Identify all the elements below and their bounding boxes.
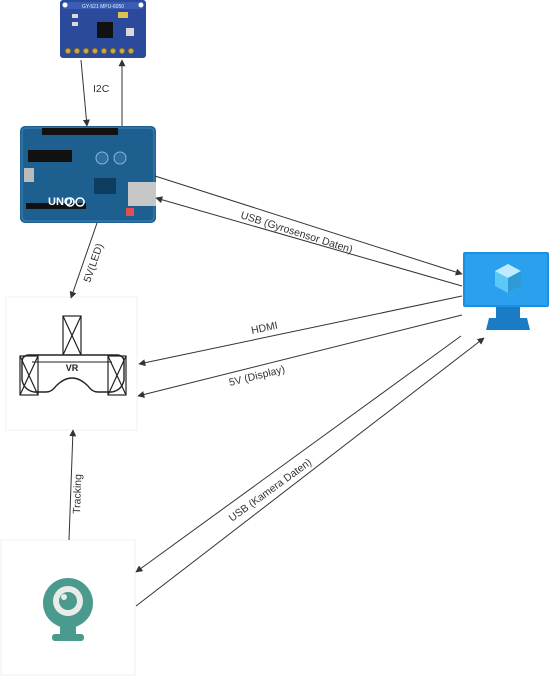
connection-i2c (80, 59, 126, 127)
connection-tracking (68, 429, 77, 541)
connection-display-power (137, 314, 463, 398)
label-usb-gyro: USB (Gyrosensor Daten) (239, 209, 354, 256)
monitor-pc-icon (463, 252, 549, 330)
connection-usb-camera (135, 335, 485, 607)
webcam-icon (0, 539, 136, 676)
arduino-uno-icon: UNO (20, 126, 156, 223)
label-display-power: 5V (Display) (228, 363, 286, 388)
label-i2c: I2C (93, 83, 110, 95)
connection-usb-gyro (154, 175, 463, 287)
vr-headset-icon: VR (5, 296, 138, 431)
label-led-power: 5V(LED) (81, 242, 105, 284)
gyro-sensor-board-icon: GY-521 MPU-6050 (60, 0, 146, 58)
connection-led-power (69, 222, 98, 299)
label-tracking: Tracking (71, 474, 84, 514)
vr-text: VR (66, 363, 79, 373)
connection-hdmi (138, 295, 463, 367)
label-hdmi: HDMI (250, 320, 279, 337)
label-usb-camera: USB (Kamera Daten) (227, 456, 314, 524)
gyro-board-text: GY-521 MPU-6050 (82, 4, 124, 10)
